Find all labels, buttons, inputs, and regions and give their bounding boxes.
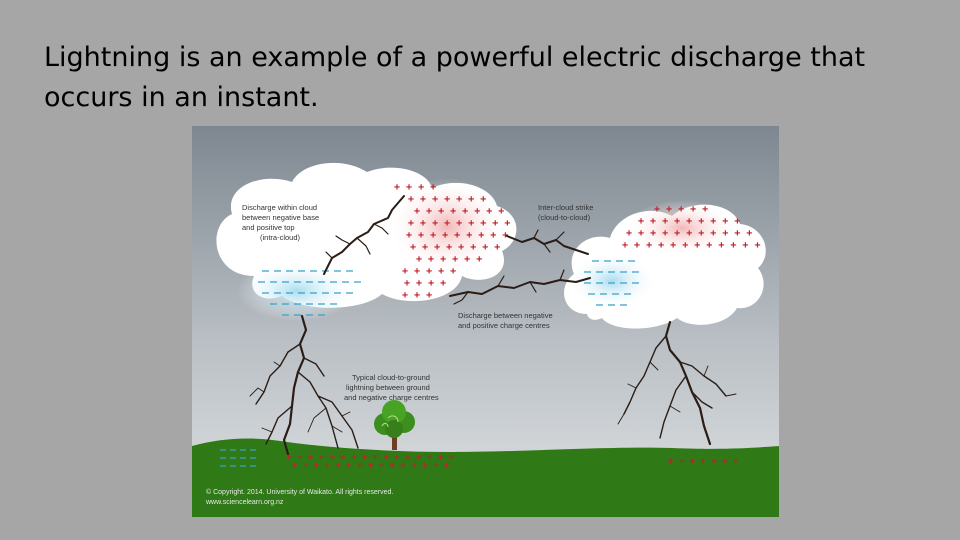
svg-text:+ + + + + + + + + + + + + + +: + + + + + + + + + + + + + + + [292, 461, 450, 471]
svg-text:+ + + + + + + + + + + +: + + + + + + + + + + + + [622, 240, 760, 251]
svg-text:Inter-cloud strike: Inter-cloud strike [538, 203, 593, 212]
svg-text:+ + + + + + + +: + + + + + + + + [414, 206, 504, 217]
svg-text:+ + + + + + + +: + + + + + + + + [410, 242, 500, 253]
svg-text:lightning between ground: lightning between ground [346, 383, 430, 392]
svg-text:(intra-cloud): (intra-cloud) [260, 233, 301, 242]
svg-text:(cloud-to-cloud): (cloud-to-cloud) [538, 213, 591, 222]
svg-text:+ + + +: + + + + [394, 182, 436, 193]
svg-text:between negative base: between negative base [242, 213, 319, 222]
svg-text:+ + + + + + + + +: + + + + + + + + + [638, 216, 740, 227]
svg-text:and positive charge centres: and positive charge centres [458, 321, 550, 330]
svg-text:www.sciencelearn.org.nz: www.sciencelearn.org.nz [205, 499, 284, 506]
svg-text:+ + + + +: + + + + + [402, 266, 456, 277]
svg-text:© Copyright. 2014. University: © Copyright. 2014. University of Waikato… [206, 488, 393, 496]
svg-text:+ + + + +: + + + + + [654, 204, 708, 215]
svg-text:+ + + + + + +: + + + + + + + [668, 457, 739, 467]
svg-text:+ + + + + +: + + + + + + [416, 254, 482, 265]
svg-text:and positive top: and positive top [242, 223, 295, 232]
label-inter-cloud: Inter-cloud strike (cloud-to-cloud) [538, 203, 593, 222]
svg-text:+ + + + + + +: + + + + + + + [408, 194, 486, 205]
svg-text:+ + + + + + + + + + +: + + + + + + + + + + + [626, 228, 752, 239]
lightning-diagram-svg: + + + + + + + + + + + + + + + + + + + + … [192, 126, 779, 517]
svg-text:and negative charge centres: and negative charge centres [344, 393, 439, 402]
svg-text:+ + + + + + + + +: + + + + + + + + + [406, 230, 508, 241]
svg-text:+ + + +: + + + + [404, 278, 446, 289]
svg-text:+ + +: + + + [402, 290, 432, 301]
label-charge-centres: Discharge between negative and positive … [458, 311, 553, 330]
label-cloud-to-ground: Typical cloud-to-ground lightning betwee… [344, 373, 439, 402]
svg-text:Discharge between negative: Discharge between negative [458, 311, 553, 320]
lightning-diagram: + + + + + + + + + + + + + + + + + + + + … [192, 126, 779, 517]
svg-text:Discharge within cloud: Discharge within cloud [242, 203, 317, 212]
svg-text:+ + + + + + + + +: + + + + + + + + + [408, 218, 510, 229]
slide-title: Lightning is an example of a powerful el… [44, 38, 944, 118]
svg-text:Typical cloud-to-ground: Typical cloud-to-ground [352, 373, 430, 382]
